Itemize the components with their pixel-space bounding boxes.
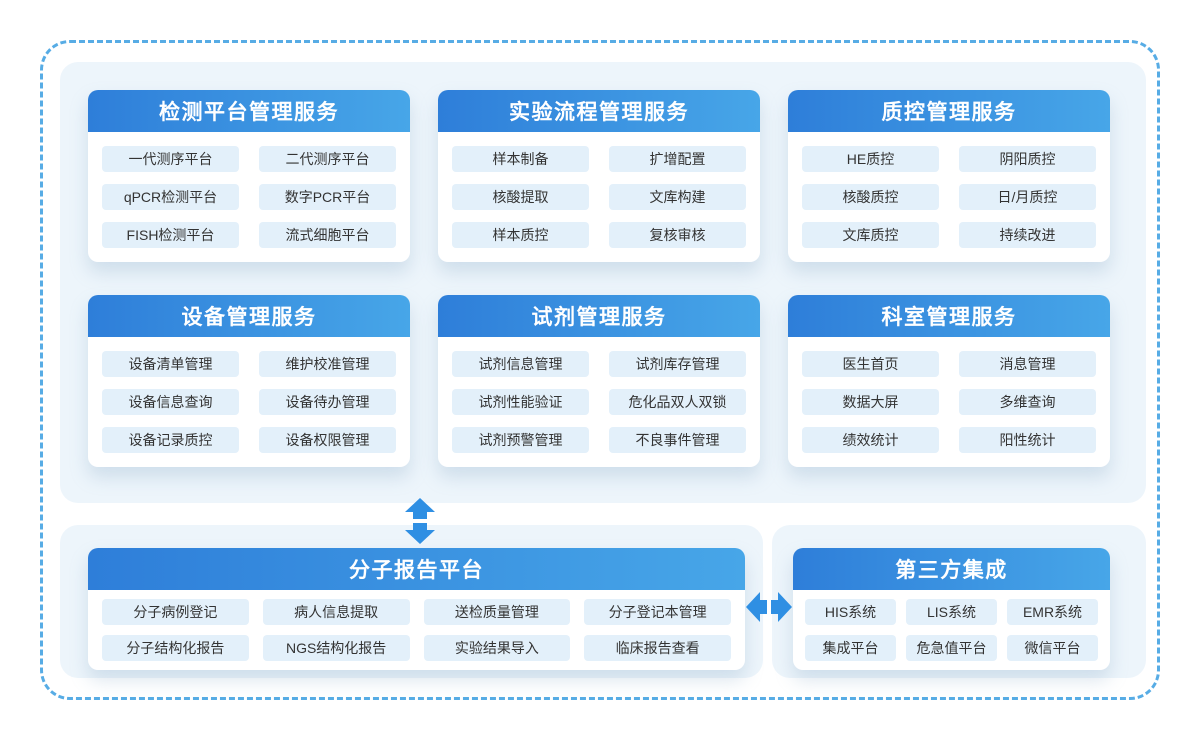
feature-pill: NGS结构化报告 [262, 635, 410, 661]
feature-pill: EMR系统 [1007, 599, 1098, 625]
feature-pill: 日/月质控 [959, 184, 1096, 210]
report-platform-card: 分子报告平台 分子病例登记 病人信息提取 送检质量管理 分子登记本管理 分子结构… [88, 548, 745, 670]
feature-pill: 数字PCR平台 [259, 184, 396, 210]
feature-pill: 核酸质控 [802, 184, 939, 210]
feature-pill: 绩效统计 [802, 427, 939, 453]
feature-pill: 数据大屏 [802, 389, 939, 415]
feature-pill: 设备清单管理 [102, 351, 239, 377]
card-title: 检测平台管理服务 [88, 90, 410, 132]
service-card-qc-management: 质控管理服务 HE质控 阴阳质控 核酸质控 日/月质控 文库质控 持续改进 [788, 90, 1110, 262]
feature-pill: qPCR检测平台 [102, 184, 239, 210]
service-card-detection-platform: 检测平台管理服务 一代测序平台 二代测序平台 qPCR检测平台 数字PCR平台 … [88, 90, 410, 262]
feature-pill: 持续改进 [959, 222, 1096, 248]
feature-pill: 分子病例登记 [102, 599, 249, 625]
feature-pill: 试剂性能验证 [452, 389, 589, 415]
dashed-border-frame [40, 40, 1160, 700]
feature-pill: 核酸提取 [452, 184, 589, 210]
card-title: 分子报告平台 [88, 548, 745, 590]
card-body: HIS系统 LIS系统 EMR系统 集成平台 危急值平台 微信平台 [793, 590, 1110, 670]
feature-pill: 阴阳质控 [959, 146, 1096, 172]
card-body: 设备清单管理 维护校准管理 设备信息查询 设备待办管理 设备记录质控 设备权限管… [88, 337, 410, 467]
card-body: 医生首页 消息管理 数据大屏 多维查询 绩效统计 阳性统计 [788, 337, 1110, 467]
feature-pill: 维护校准管理 [259, 351, 396, 377]
feature-pill: 送检质量管理 [423, 599, 571, 625]
service-card-department: 科室管理服务 医生首页 消息管理 数据大屏 多维查询 绩效统计 阳性统计 [788, 295, 1110, 467]
card-body: 一代测序平台 二代测序平台 qPCR检测平台 数字PCR平台 FISH检测平台 … [88, 132, 410, 262]
feature-pill: 集成平台 [805, 635, 896, 661]
feature-pill: LIS系统 [906, 599, 997, 625]
vertical-bidirectional-arrow-icon [405, 498, 435, 544]
feature-pill: 危急值平台 [906, 635, 997, 661]
service-card-equipment: 设备管理服务 设备清单管理 维护校准管理 设备信息查询 设备待办管理 设备记录质… [88, 295, 410, 467]
card-title: 试剂管理服务 [438, 295, 760, 337]
feature-pill: 临床报告查看 [584, 635, 731, 661]
feature-pill: 试剂预警管理 [452, 427, 589, 453]
feature-pill: FISH检测平台 [102, 222, 239, 248]
feature-pill: 分子结构化报告 [102, 635, 249, 661]
horizontal-bidirectional-arrow-icon [746, 592, 792, 622]
feature-pill: HE质控 [802, 146, 939, 172]
feature-pill: 微信平台 [1007, 635, 1098, 661]
feature-pill: 试剂信息管理 [452, 351, 589, 377]
feature-pill: 设备信息查询 [102, 389, 239, 415]
feature-pill: 复核审核 [609, 222, 746, 248]
feature-pill: 扩增配置 [609, 146, 746, 172]
feature-pill: 文库构建 [609, 184, 746, 210]
feature-pill: 分子登记本管理 [584, 599, 731, 625]
third-party-card: 第三方集成 HIS系统 LIS系统 EMR系统 集成平台 危急值平台 微信平台 [793, 548, 1110, 670]
card-body: HE质控 阴阳质控 核酸质控 日/月质控 文库质控 持续改进 [788, 132, 1110, 262]
feature-pill: 试剂库存管理 [609, 351, 746, 377]
feature-pill: 病人信息提取 [262, 599, 410, 625]
feature-pill: 设备待办管理 [259, 389, 396, 415]
feature-pill: 一代测序平台 [102, 146, 239, 172]
feature-pill: 二代测序平台 [259, 146, 396, 172]
card-body: 样本制备 扩增配置 核酸提取 文库构建 样本质控 复核审核 [438, 132, 760, 262]
feature-pill: 样本制备 [452, 146, 589, 172]
feature-pill: 实验结果导入 [423, 635, 571, 661]
feature-pill: 设备记录质控 [102, 427, 239, 453]
card-title: 科室管理服务 [788, 295, 1110, 337]
feature-pill: 设备权限管理 [259, 427, 396, 453]
service-card-reagent: 试剂管理服务 试剂信息管理 试剂库存管理 试剂性能验证 危化品双人双锁 试剂预警… [438, 295, 760, 467]
card-title: 设备管理服务 [88, 295, 410, 337]
feature-pill: 多维查询 [959, 389, 1096, 415]
feature-pill: 不良事件管理 [609, 427, 746, 453]
feature-pill: 医生首页 [802, 351, 939, 377]
service-card-lab-workflow: 实验流程管理服务 样本制备 扩增配置 核酸提取 文库构建 样本质控 复核审核 [438, 90, 760, 262]
feature-pill: HIS系统 [805, 599, 896, 625]
feature-pill: 文库质控 [802, 222, 939, 248]
card-body: 分子病例登记 病人信息提取 送检质量管理 分子登记本管理 分子结构化报告 NGS… [88, 590, 745, 670]
feature-pill: 阳性统计 [959, 427, 1096, 453]
feature-pill: 流式细胞平台 [259, 222, 396, 248]
feature-pill: 样本质控 [452, 222, 589, 248]
feature-pill: 危化品双人双锁 [609, 389, 746, 415]
card-title: 实验流程管理服务 [438, 90, 760, 132]
card-title: 第三方集成 [793, 548, 1110, 590]
card-title: 质控管理服务 [788, 90, 1110, 132]
card-body: 试剂信息管理 试剂库存管理 试剂性能验证 危化品双人双锁 试剂预警管理 不良事件… [438, 337, 760, 467]
feature-pill: 消息管理 [959, 351, 1096, 377]
